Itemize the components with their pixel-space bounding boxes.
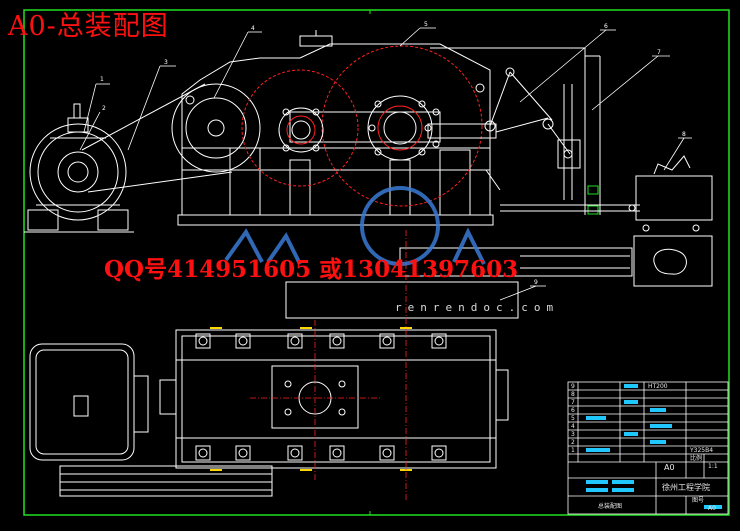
- tb-row-3: 3: [571, 431, 575, 438]
- callout-2: 2: [102, 105, 106, 112]
- watermark-url: renrendoc.com: [395, 301, 560, 314]
- contact-qq-line: QQ号414951605 或13041397603: [104, 256, 519, 283]
- tb-drawing-no-label: 图号: [692, 497, 704, 504]
- bearing-housing-right: [367, 95, 440, 161]
- plan-view-bolts: [195, 333, 447, 461]
- tb-row-2: 2: [571, 439, 575, 446]
- callout-5: 5: [424, 21, 428, 28]
- callout-8: 8: [682, 131, 686, 138]
- callout-9: 9: [534, 279, 538, 286]
- tb-row-1: 1: [571, 447, 575, 454]
- tb-scale-value: 1:1: [708, 463, 718, 470]
- crank-linkage: [427, 47, 640, 215]
- tb-drawing-title: 总装配图: [598, 502, 622, 510]
- tb-scale-label: 比例: [690, 454, 702, 462]
- reducer-front-view: [177, 30, 501, 226]
- motor-front-view: [24, 103, 134, 233]
- motor-side-view: [29, 343, 273, 497]
- title-block: [567, 381, 729, 515]
- tb-row-4: 4: [571, 423, 575, 430]
- callout-3: 3: [164, 59, 168, 66]
- callout-7: 7: [657, 49, 661, 56]
- plan-view-yellow-marks: [210, 327, 412, 471]
- tb-sheet-size: A0: [664, 463, 675, 472]
- watermark-logo: [224, 186, 486, 266]
- callout-4: 4: [251, 25, 255, 32]
- tb-drawing-no-value: A0: [708, 505, 716, 512]
- tb-motor-code: Y325B4: [689, 447, 713, 454]
- bearing-housing-left: [278, 107, 324, 153]
- drawing-frame: [23, 9, 730, 516]
- tb-row-7: 7: [571, 399, 575, 406]
- plan-view-centerlines: [250, 230, 407, 500]
- tb-row-8: 8: [571, 391, 575, 398]
- callout-1: 1: [100, 76, 104, 83]
- tb-row-5: 5: [571, 415, 575, 422]
- tb-row-9: 9: [571, 383, 575, 390]
- tb-material: HT200: [648, 383, 668, 390]
- tb-school: 徐州工程学院: [662, 482, 710, 492]
- detail-view-8: [635, 155, 713, 232]
- callout-leaders: [79, 27, 692, 301]
- gear-pitch-circles: [241, 45, 483, 207]
- callout-6: 6: [604, 23, 608, 30]
- v-belt-drive: [81, 83, 261, 193]
- drawing-title: A0-总装配图: [8, 11, 169, 42]
- title-block-highlights: [586, 384, 722, 509]
- tb-row-6: 6: [571, 407, 575, 414]
